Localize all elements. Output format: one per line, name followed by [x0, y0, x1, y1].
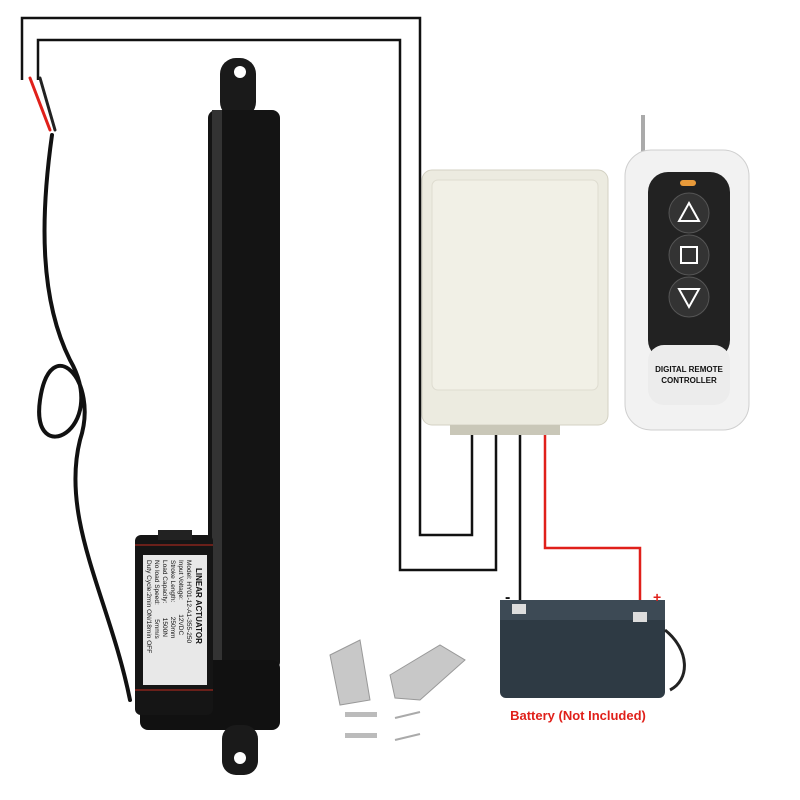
stop-button[interactable] [668, 234, 710, 276]
label-line: No load Speed: 5mm/s [153, 560, 160, 640]
label-line: Duty Cycle:2min ON/18min OFF [145, 560, 152, 653]
up-button[interactable] [668, 192, 710, 234]
battery: - + [500, 589, 686, 698]
mounting-clevis [389, 644, 466, 701]
label-line: Load Capacity: 1500N [161, 560, 168, 637]
label-line: Model: HY01-12-A1-355-250 [185, 560, 192, 643]
receiver-module [421, 169, 609, 435]
label-line: Input Voltage: 12VDC [177, 560, 184, 635]
cotter-pin [394, 733, 421, 741]
negative-terminal [512, 604, 526, 614]
down-button[interactable] [668, 276, 710, 318]
actuator-cable [28, 76, 132, 702]
remote-label-line2: CONTROLLER [661, 376, 717, 385]
label-title: LINEAR ACTUATOR [194, 568, 203, 644]
positive-terminal [633, 612, 647, 622]
mounting-bracket [329, 639, 371, 706]
battery-caption: Battery (Not Included) [510, 708, 646, 723]
wire-black-inner [36, 38, 498, 572]
remote-controller: DIGITAL REMOTE CONTROLLER [624, 115, 750, 431]
stop-square-icon [680, 246, 698, 264]
mount-hole-top [234, 66, 246, 78]
wires [20, 16, 642, 612]
motor-label [143, 555, 207, 685]
pin [345, 733, 377, 738]
down-triangle-icon [677, 288, 701, 310]
up-triangle-icon [677, 200, 701, 222]
cotter-pin [394, 711, 421, 719]
positive-sign: + [653, 589, 661, 605]
negative-sign: - [505, 589, 510, 606]
wire-battery-positive [543, 432, 642, 612]
mounting-hardware [329, 639, 466, 741]
wire-black-outer [20, 16, 474, 537]
pin [345, 712, 377, 717]
mount-hole-bottom [234, 752, 246, 764]
label-line: Stroke Length: 250mm [169, 560, 176, 638]
linear-actuator: LINEAR ACTUATOR Model: HY01-12-A1-355-25… [135, 58, 280, 775]
remote-label-line1: DIGITAL REMOTE [655, 365, 723, 374]
